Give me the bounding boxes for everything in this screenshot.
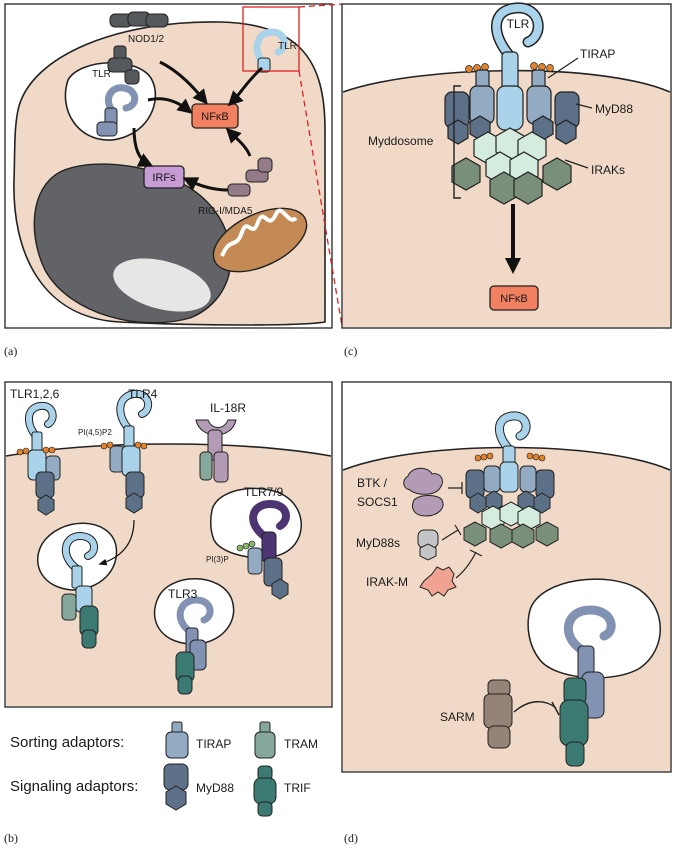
panel-a-letter: (a) — [4, 344, 17, 358]
legend-trif-label: TRIF — [284, 781, 311, 795]
tlr126-label: TLR1,2,6 — [10, 387, 60, 401]
tlr126 — [16, 401, 61, 516]
myd88-label-c: MyD88 — [595, 102, 633, 116]
endosome-tlr3 — [153, 578, 235, 695]
tlr4-label: TLR4 — [128, 387, 158, 401]
tirap-c — [469, 69, 552, 125]
nfkb-box-a — [191, 103, 239, 129]
endosome-tlr4 — [36, 522, 118, 649]
tlr3-label: TLR3 — [168, 587, 198, 601]
panel-c-letter: (c) — [344, 344, 357, 358]
legend-myd88-swatch — [163, 763, 189, 811]
tlr-surface-label-a: TLR — [278, 41, 297, 52]
panel-b: TLR1,2,6 TLR4 PI(4,5)P2 IL-18R — [4, 381, 333, 845]
legend-tirap-label: TIRAP — [196, 737, 231, 751]
myd88-c — [444, 91, 580, 145]
leader-lines-c — [547, 57, 593, 169]
tlr-label-c: TLR — [507, 17, 530, 31]
panel-d: BTK / SOCS1 MyD88s IRAK-M — [341, 381, 672, 845]
nfkb-box-c — [489, 285, 539, 311]
legend-tirap-swatch — [165, 721, 189, 759]
nfkb-label-c: NFκB — [500, 293, 528, 305]
btk-socs1 — [403, 467, 444, 517]
socs1-label: SOCS1 — [357, 495, 398, 509]
panel-a: TLR NOD1/2 TLR NFκB IRFs RIG-I/MD — [4, 3, 333, 358]
myddosome-label: Myddosome — [368, 134, 434, 148]
endosome-d — [527, 578, 661, 767]
panel-c: Myddosome TLR TIRAP MyD88 IRAKs NFκB (c) — [341, 2, 672, 358]
iraks-label-c: IRAKs — [591, 163, 625, 177]
il18r-label: IL-18R — [210, 401, 246, 415]
endosome-tlr79 — [209, 487, 302, 600]
tlr4 — [100, 389, 153, 514]
tlr-c — [491, 2, 544, 131]
legend-signaling-label: Signaling adaptors: — [10, 778, 138, 795]
lipid-beads-c — [465, 62, 554, 73]
tirap-label-c: TIRAP — [580, 47, 615, 61]
callout-box — [242, 6, 300, 72]
myddosome-bracket — [453, 85, 461, 199]
btk-label: BTK / — [357, 476, 388, 490]
tlr-endosome-label-a: TLR — [92, 69, 111, 80]
legend-tram-swatch — [254, 721, 276, 759]
endocytosis-arrow — [98, 519, 135, 566]
nod-protein — [107, 11, 169, 85]
il18r — [195, 419, 237, 483]
iraks-c — [451, 127, 572, 205]
legend-sorting-label: Sorting adaptors: — [10, 734, 124, 751]
irakm-label: IRAK-M — [366, 575, 408, 589]
nod-label: NOD1/2 — [128, 34, 165, 45]
irakm-shape — [419, 566, 457, 597]
nfkb-label-a: NFκB — [201, 111, 229, 123]
tlr79-label: TLR7/9 — [244, 485, 284, 499]
adaptor-legend: Sorting adaptors: Signaling adaptors: TI… — [10, 721, 318, 817]
legend-trif-swatch — [253, 765, 277, 817]
myd88s-label: MyD88s — [356, 536, 400, 550]
arrows-a — [132, 60, 263, 192]
callout-lines — [298, 3, 343, 327]
pi45p2-label: PI(4,5)P2 — [78, 428, 112, 437]
legend-myd88-label: MyD88 — [196, 781, 234, 795]
myd88s-inhibit — [441, 524, 462, 541]
panel-b-letter: (b) — [4, 831, 18, 845]
panel-d-letter: (d) — [344, 831, 358, 845]
myd88s — [417, 529, 439, 561]
btk-inhibit — [448, 482, 463, 494]
pi3p-label: PI(3)P — [206, 555, 229, 564]
tlr-complex-d — [463, 411, 559, 549]
irfs-box — [143, 165, 185, 189]
sarm-label: SARM — [440, 710, 475, 724]
nucleus — [33, 163, 232, 324]
sarm — [483, 679, 513, 749]
sarm-inhibit — [513, 701, 560, 716]
legend-tram-label: TRAM — [284, 737, 318, 751]
rig-label: RIG-I/MDA5 — [198, 206, 253, 217]
mitochondrion — [212, 207, 308, 273]
irfs-label: IRFs — [152, 172, 176, 184]
irakm-inhibit — [455, 549, 483, 579]
